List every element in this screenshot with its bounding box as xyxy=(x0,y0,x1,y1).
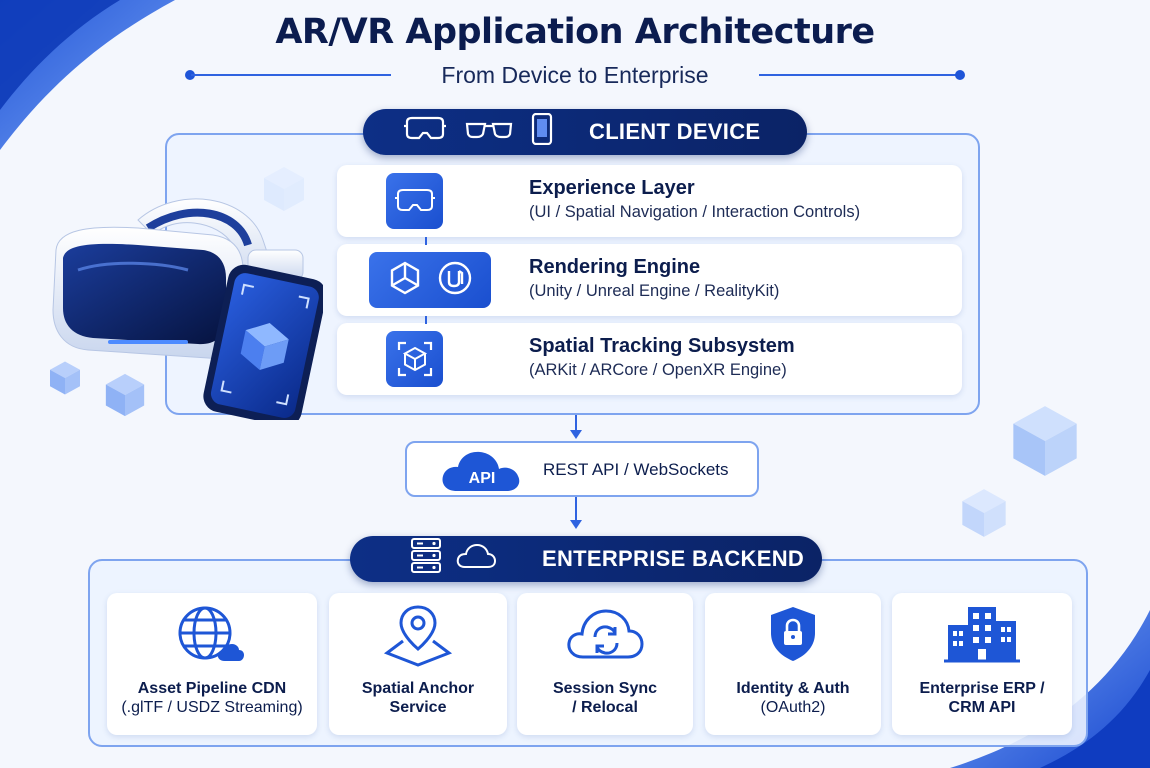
office-building-icon xyxy=(892,603,1072,665)
divider-line xyxy=(191,74,391,76)
server-icon xyxy=(410,537,442,581)
subtitle-row: From Device to Enterprise xyxy=(185,60,965,90)
unity-logo-icon xyxy=(387,260,423,301)
layer-card-experience: Experience Layer (UI / Spatial Navigatio… xyxy=(337,165,962,237)
tracking-cube-icon xyxy=(386,331,443,387)
cube-decoration xyxy=(962,489,1006,537)
globe-cloud-icon xyxy=(107,603,317,665)
vr-headset-illustration xyxy=(52,198,323,420)
layer-card-rendering: Rendering Engine (Unity / Unreal Engine … xyxy=(337,244,962,316)
vr-headset-icon xyxy=(403,116,447,148)
client-device-icons xyxy=(403,112,553,151)
connector-line xyxy=(575,415,577,431)
divider-dot xyxy=(955,70,965,80)
layer-title: Spatial Tracking Subsystem xyxy=(529,335,795,357)
connector-line xyxy=(575,497,577,521)
service-card-session-sync: Session Sync / Relocal xyxy=(517,593,693,735)
page-subtitle: From Device to Enterprise xyxy=(441,62,709,88)
layer-description: (Unity / Unreal Engine / RealityKit) xyxy=(529,282,780,300)
cloud-sync-icon xyxy=(517,603,693,665)
layer-card-tracking: Spatial Tracking Subsystem (ARKit / ARCo… xyxy=(337,323,962,395)
shield-lock-icon xyxy=(705,603,881,665)
arrow-down-icon xyxy=(570,520,582,529)
service-card-erp-crm: Enterprise ERP / CRM API xyxy=(892,593,1072,735)
client-device-title: CLIENT DEVICE xyxy=(589,119,761,144)
service-card-asset-pipeline: Asset Pipeline CDN (.glTF / USDZ Streami… xyxy=(107,593,317,735)
service-name: Asset Pipeline CDN xyxy=(137,680,287,697)
connector-line xyxy=(425,316,427,324)
layer-title: Rendering Engine xyxy=(529,256,701,278)
arrow-down-icon xyxy=(570,430,582,439)
service-detail: Service xyxy=(389,699,447,716)
service-detail: (OAuth2) xyxy=(760,699,826,716)
map-pin-icon xyxy=(329,603,507,667)
service-name: Session Sync xyxy=(552,680,658,697)
engine-logos xyxy=(369,252,491,308)
api-gateway-box: API REST API / WebSockets xyxy=(405,441,759,497)
layer-description: (ARKit / ARCore / OpenXR Engine) xyxy=(529,361,787,379)
ar-glasses-icon xyxy=(465,118,513,146)
api-protocols: REST API / WebSockets xyxy=(543,460,729,479)
service-detail: / Relocal xyxy=(572,699,638,716)
client-device-header: CLIENT DEVICE xyxy=(363,109,807,155)
cube-decoration xyxy=(105,373,145,417)
service-detail: (.glTF / USDZ Streaming) xyxy=(121,699,303,716)
smartphone-icon xyxy=(531,112,553,151)
unreal-logo-icon xyxy=(437,260,473,301)
enterprise-backend-title: ENTERPRISE BACKEND xyxy=(542,546,805,571)
cube-decoration xyxy=(1013,406,1077,476)
service-name: Spatial Anchor xyxy=(361,680,475,697)
api-cloud-label: API xyxy=(468,470,496,487)
cube-decoration xyxy=(50,361,80,395)
enterprise-backend-header: ENTERPRISE BACKEND xyxy=(350,536,822,582)
service-detail: CRM API xyxy=(948,699,1016,716)
service-card-spatial-anchor: Spatial Anchor Service xyxy=(329,593,507,735)
service-name: Enterprise ERP / xyxy=(919,680,1045,697)
divider-line xyxy=(759,74,959,76)
backend-header-icons xyxy=(410,537,497,581)
layer-title: Experience Layer xyxy=(529,177,695,199)
page-title: AR/VR Application Architecture xyxy=(275,12,875,52)
connector-line xyxy=(425,237,427,245)
layer-description: (UI / Spatial Navigation / Interaction C… xyxy=(529,203,861,221)
api-cloud-icon xyxy=(442,451,520,491)
cloud-icon xyxy=(456,543,497,575)
vr-headset-icon xyxy=(386,173,443,229)
service-card-identity-auth: Identity & Auth (OAuth2) xyxy=(705,593,881,735)
service-name: Identity & Auth xyxy=(736,680,850,697)
divider-dot xyxy=(185,70,195,80)
